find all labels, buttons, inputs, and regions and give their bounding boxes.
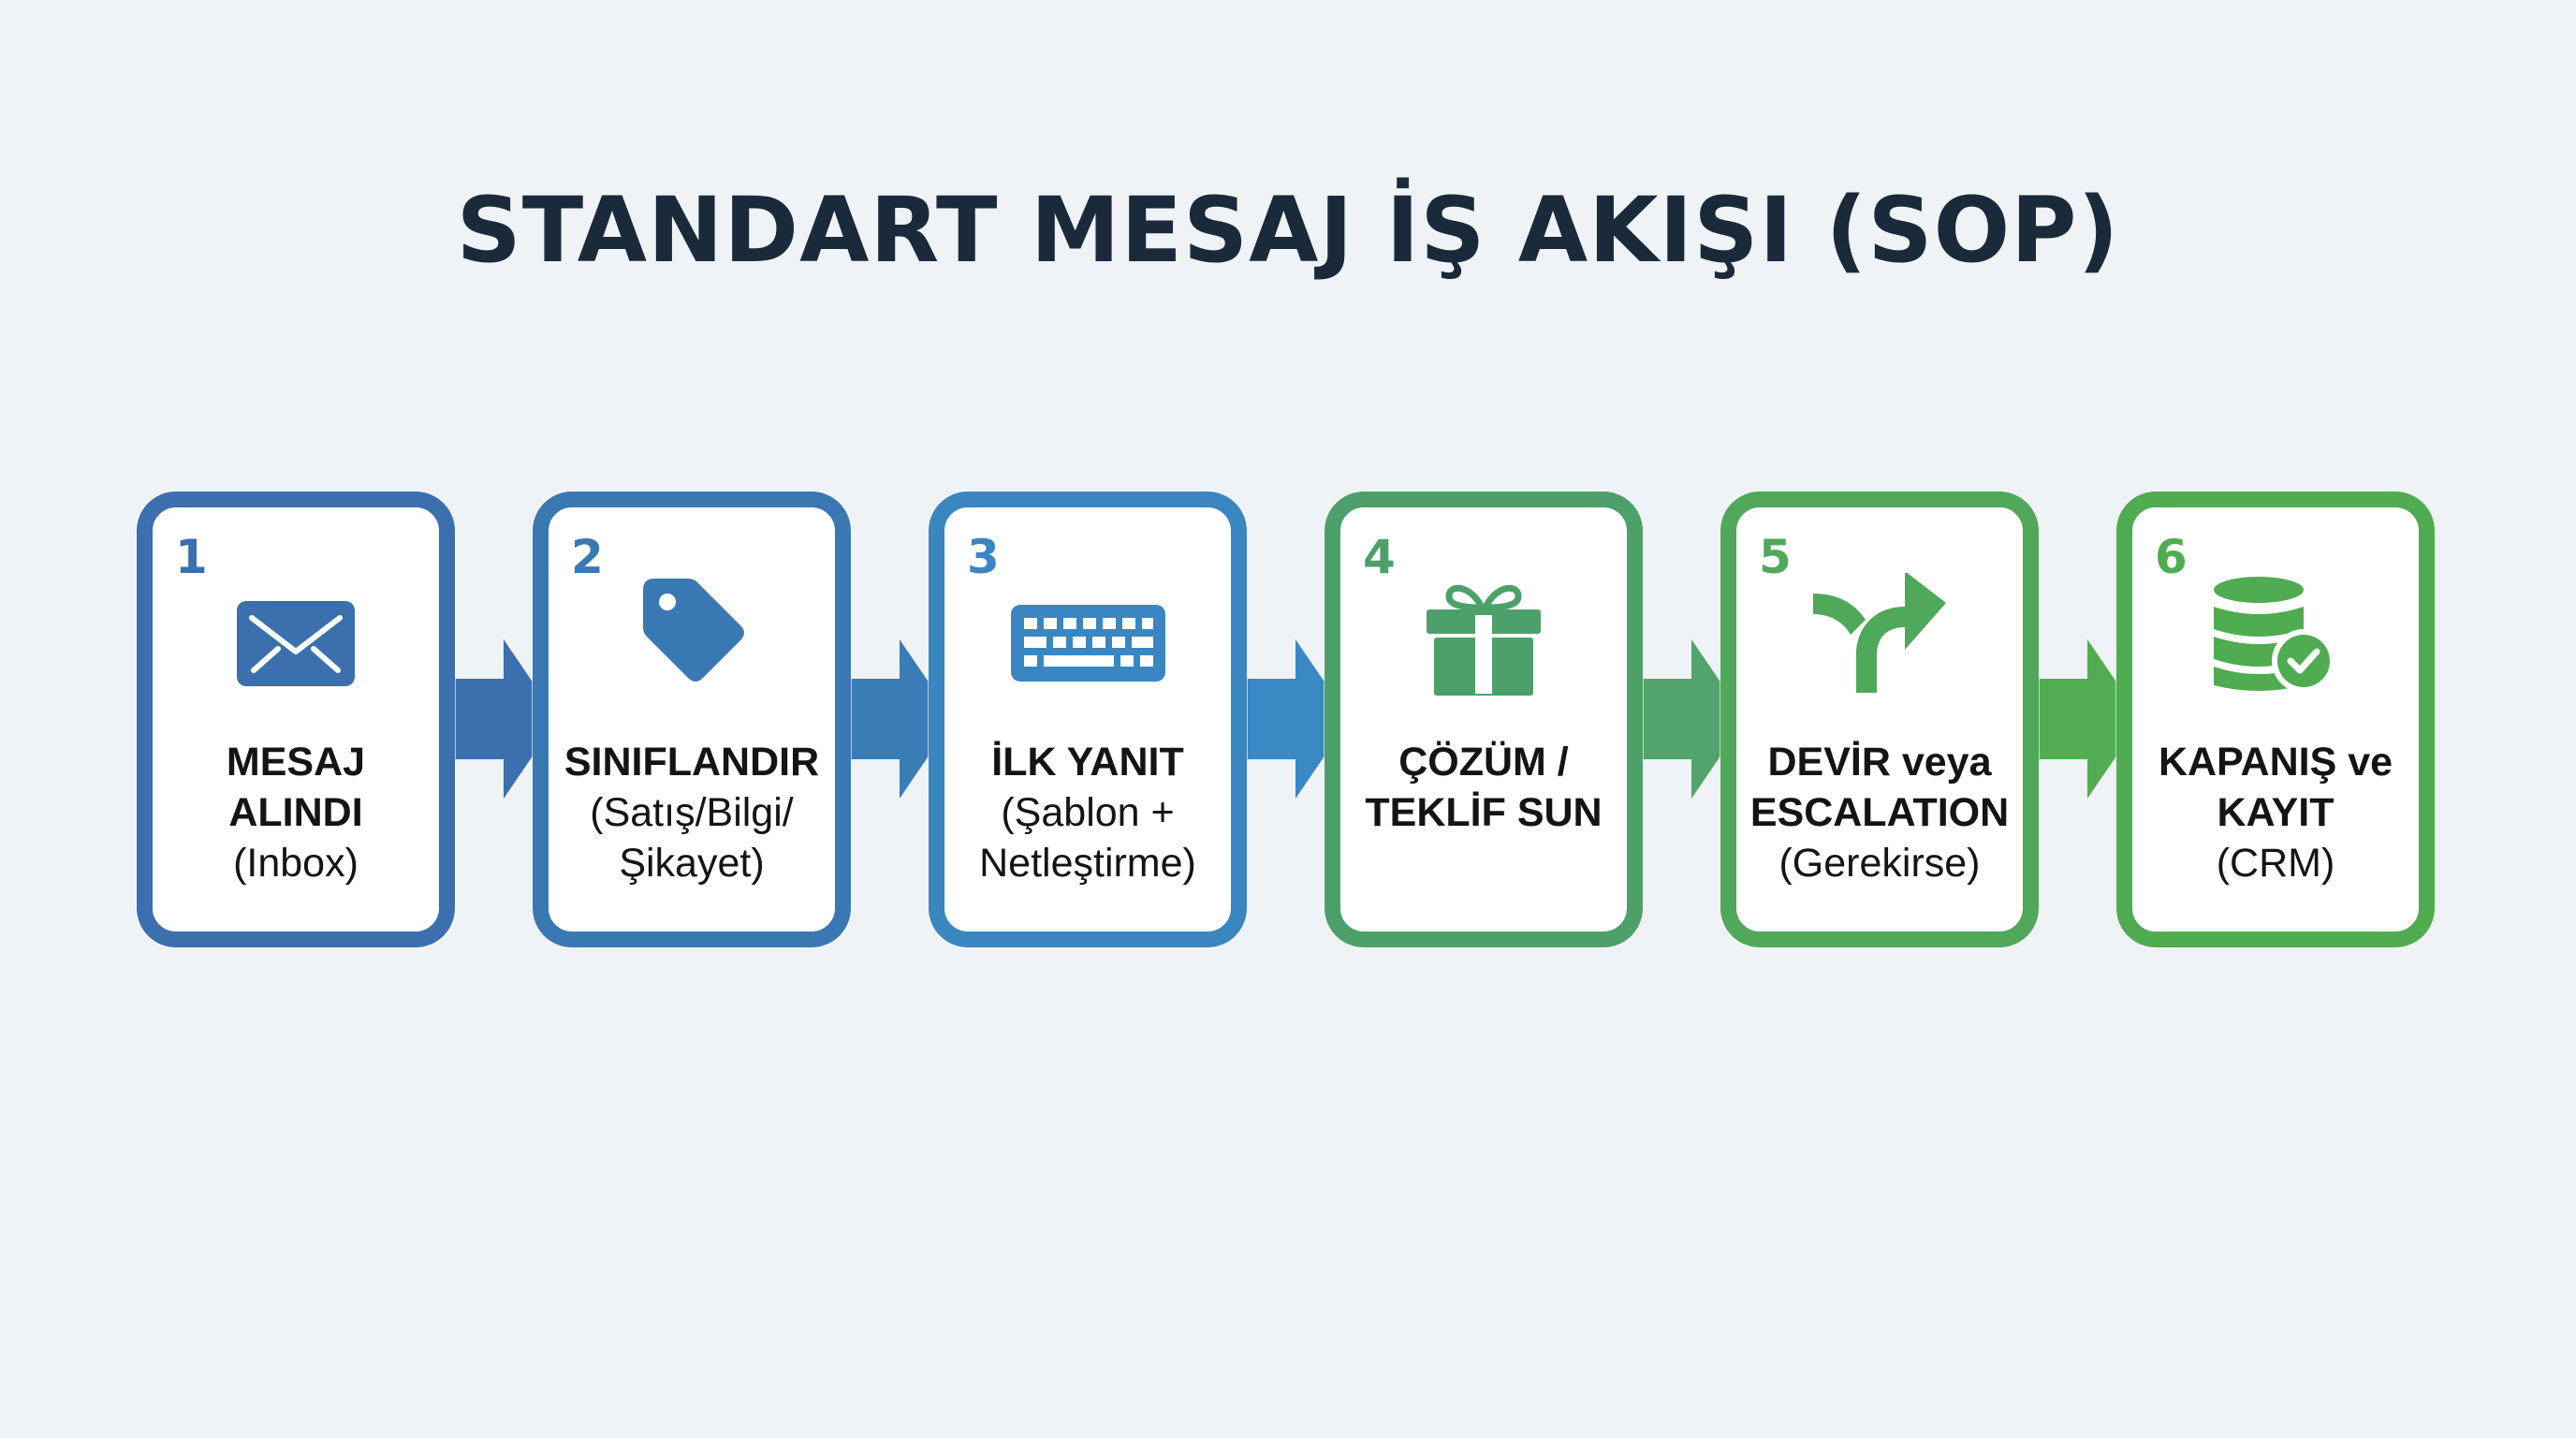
step-number: 6 [2155, 530, 2188, 584]
step-number: 5 [1759, 530, 1792, 584]
step-number: 4 [1363, 530, 1396, 584]
step-card-2: 2 SINIFLANDIR (Satış/Bilgi/ Şikayet) [533, 492, 851, 947]
gift-icon [1340, 573, 1627, 704]
step-label: KAPANIŞ ve KAYIT (CRM) [2158, 740, 2393, 886]
step-number: 2 [571, 530, 604, 584]
keyboard-icon [944, 578, 1231, 709]
step-label: MESAJ ALINDI (Inbox) [226, 740, 366, 886]
step-label: DEVİR veya ESCALATION (Gerekirse) [1749, 740, 2010, 886]
step-number: 3 [967, 530, 1000, 584]
tag-icon [549, 564, 835, 695]
arrow-1-to-2-icon [438, 639, 558, 799]
database-check-icon [2132, 568, 2419, 699]
step-card-5: 5 DEVİR veya ESCALATION (Gerekirse) [1720, 492, 2039, 947]
page-title: STANDART MESAJ İŞ AKIŞI (SOP) [456, 178, 2120, 283]
step-card-4: 4 ÇÖZÜM / TEKLİF SUN [1325, 492, 1643, 947]
step-number: 1 [175, 530, 208, 584]
step-card-1: 1 MESAJ ALINDI (Inbox) [137, 492, 455, 947]
fork-arrow-icon [1736, 568, 2023, 699]
step-card-6: 6 KAPANIŞ ve KAYIT (CRM) [2116, 492, 2435, 947]
arrow-2-to-3-icon [834, 639, 954, 799]
step-label: ÇÖZÜM / TEKLİF SUN [1365, 740, 1603, 835]
step-card-3: 3 İLK YANIT (Şablon + Netle [929, 492, 1247, 947]
envelope-icon [153, 578, 439, 709]
step-label: İLK YANIT (Şablon + Netleştirme) [979, 740, 1196, 886]
arrow-5-to-6-icon [2022, 639, 2142, 799]
arrow-4-to-5-icon [1626, 639, 1746, 799]
step-label: SINIFLANDIR (Satış/Bilgi/ Şikayet) [564, 740, 820, 886]
arrow-3-to-4-icon [1230, 639, 1350, 799]
